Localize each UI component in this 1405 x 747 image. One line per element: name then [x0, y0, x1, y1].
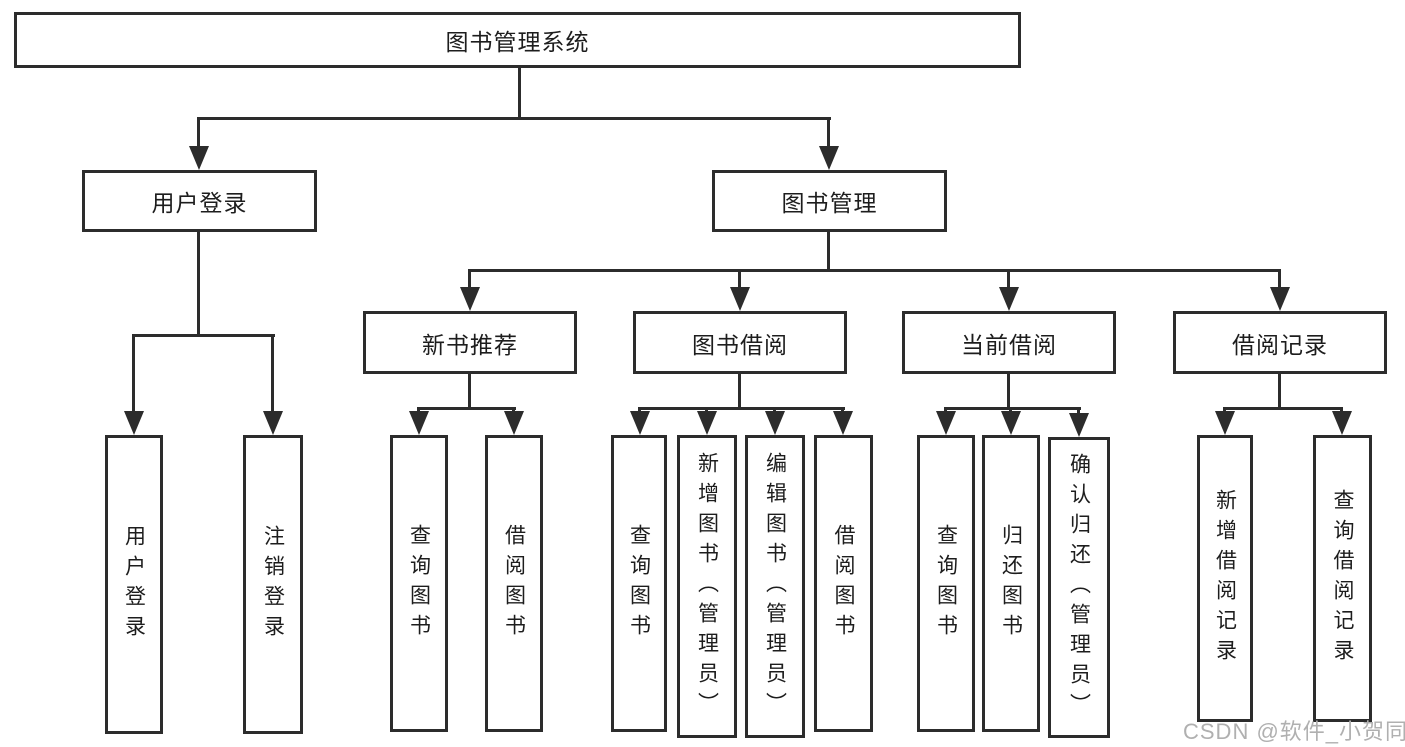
leaf-borrow-books-label: 借阅图书	[832, 523, 855, 644]
connector-line	[738, 374, 741, 409]
leaf-return-books: 归还图书	[982, 435, 1040, 732]
node-current-borrowing: 当前借阅	[902, 311, 1116, 374]
leaf-borrow-books-recommend: 借阅图书	[485, 435, 543, 732]
arrowhead-icon	[460, 287, 480, 311]
node-root-label: 图书管理系统	[445, 29, 590, 55]
arrowhead-icon	[630, 411, 650, 435]
node-borrowing-records: 借阅记录	[1173, 311, 1387, 374]
connector-line	[1278, 269, 1281, 291]
connector-line	[468, 269, 1281, 272]
node-book-borrowing: 图书借阅	[633, 311, 847, 374]
connector-line	[132, 334, 135, 414]
connector-line	[468, 269, 471, 291]
leaf-borrow-books: 借阅图书	[814, 435, 873, 732]
leaf-query-books-recommend: 查询图书	[390, 435, 448, 732]
node-book-borrowing-label: 图书借阅	[692, 331, 788, 358]
arrowhead-icon	[819, 146, 839, 170]
leaf-logout-label: 注销登录	[261, 524, 285, 645]
connector-line	[197, 231, 200, 336]
arrowhead-icon	[189, 146, 209, 170]
connector-line	[417, 407, 516, 410]
arrowhead-icon	[730, 287, 750, 311]
arrowhead-icon	[504, 411, 524, 435]
arrowhead-icon	[697, 411, 717, 435]
node-user-login: 用户登录	[82, 170, 317, 232]
connector-line	[132, 334, 275, 337]
arrowhead-icon	[1001, 411, 1021, 435]
node-user-login-label: 用户登录	[151, 190, 248, 216]
connector-line	[638, 407, 845, 410]
leaf-query-borrow-record-label: 查询借阅记录	[1331, 488, 1354, 669]
arrowhead-icon	[999, 287, 1019, 311]
leaf-query-books-current: 查询图书	[917, 435, 975, 732]
leaf-confirm-return-admin-label: 确认归还（管理员）	[1067, 452, 1091, 723]
leaf-user-login: 用户登录	[105, 435, 163, 734]
arrowhead-icon	[124, 411, 144, 435]
arrowhead-icon	[263, 411, 283, 435]
connector-line	[827, 117, 830, 151]
arrowhead-icon	[1332, 411, 1352, 435]
leaf-query-borrow-record: 查询借阅记录	[1313, 435, 1372, 722]
leaf-query-books-borrowing-label: 查询图书	[627, 523, 651, 644]
connector-line	[1007, 374, 1010, 409]
arrowhead-icon	[1069, 413, 1089, 437]
connector-line	[1007, 269, 1010, 291]
connector-line	[1077, 407, 1080, 417]
node-book-management: 图书管理	[712, 170, 947, 232]
leaf-query-books-recommend-label: 查询图书	[407, 523, 431, 644]
leaf-logout: 注销登录	[243, 435, 303, 734]
leaf-add-books-admin: 新增图书（管理员）	[677, 435, 737, 738]
node-root: 图书管理系统	[14, 12, 1021, 68]
leaf-add-borrow-record: 新增借阅记录	[1197, 435, 1253, 722]
node-new-book-recommendation: 新书推荐	[363, 311, 577, 374]
node-borrowing-records-label: 借阅记录	[1232, 331, 1328, 358]
node-book-management-label: 图书管理	[781, 190, 878, 216]
csdn-watermark: CSDN @软件_小贺同学	[1183, 719, 1405, 744]
arrowhead-icon	[409, 411, 429, 435]
connector-line	[468, 374, 471, 409]
connector-line	[518, 66, 521, 119]
arrowhead-icon	[1215, 411, 1235, 435]
connector-line	[197, 117, 200, 151]
connector-line	[738, 269, 741, 291]
leaf-borrow-books-recommend-label: 借阅图书	[502, 523, 526, 644]
leaf-return-books-label: 归还图书	[999, 523, 1023, 644]
connector-line	[827, 231, 830, 272]
leaf-edit-books-admin: 编辑图书（管理员）	[745, 435, 805, 738]
connector-line	[1223, 407, 1343, 410]
connector-line	[197, 117, 831, 120]
connector-line	[944, 407, 1081, 410]
arrowhead-icon	[833, 411, 853, 435]
leaf-user-login-label: 用户登录	[122, 524, 146, 645]
arrowhead-icon	[1270, 287, 1290, 311]
leaf-query-books-borrowing: 查询图书	[611, 435, 667, 732]
leaf-edit-books-admin-label: 编辑图书（管理员）	[763, 451, 787, 722]
leaf-add-borrow-record-label: 新增借阅记录	[1213, 488, 1237, 669]
leaf-add-books-admin-label: 新增图书（管理员）	[695, 451, 719, 722]
leaf-confirm-return-admin: 确认归还（管理员）	[1048, 437, 1110, 738]
arrowhead-icon	[765, 411, 785, 435]
leaf-query-books-current-label: 查询图书	[934, 523, 958, 644]
connector-line	[1278, 374, 1281, 409]
arrowhead-icon	[936, 411, 956, 435]
node-new-book-recommendation-label: 新书推荐	[422, 331, 518, 358]
node-current-borrowing-label: 当前借阅	[961, 331, 1057, 358]
connector-line	[271, 334, 274, 414]
